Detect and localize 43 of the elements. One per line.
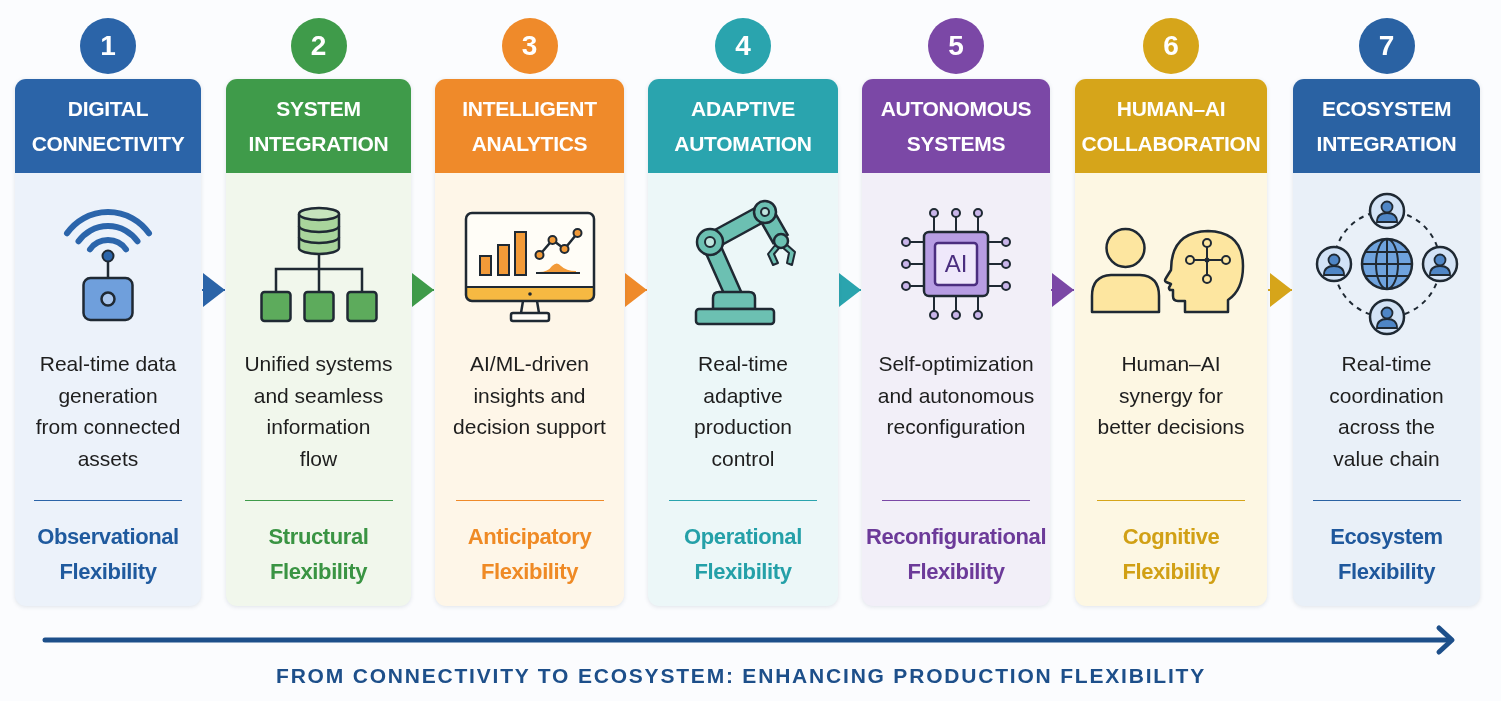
card-header: ECOSYSTEM INTEGRATION <box>1293 79 1480 173</box>
number-circle: 1 <box>80 18 136 74</box>
card-header: HUMAN–AI COLLABORATION <box>1075 79 1267 173</box>
stage-description: Real-time coordination across the value chain <box>1329 351 1444 472</box>
chevron-arrow <box>838 273 862 307</box>
number-circle: 7 <box>1358 18 1415 74</box>
stage-card <box>15 79 201 606</box>
flexibility-type: Cognitive Flexibility <box>1122 523 1220 586</box>
stage-card <box>862 79 1050 606</box>
number-circle: 4 <box>715 18 771 74</box>
stage-card <box>226 79 411 606</box>
flexibility-type: Operational Flexibility <box>684 523 802 586</box>
stage-description: Real-time adaptive production control <box>693 351 793 472</box>
stage-description: Unified systems and seamless information flow <box>244 351 393 472</box>
number-circle: 6 <box>1143 18 1199 74</box>
chevron-arrow <box>624 273 648 307</box>
caption: FROM CONNECTIVITY TO ECOSYSTEM: ENHANCING PRODUCTION FLEXIBILITY <box>276 663 1206 689</box>
stage-description: Real-time data generation from connected assets <box>35 351 181 472</box>
chevron-arrow <box>411 273 435 307</box>
chevron-arrow <box>1267 273 1293 307</box>
chip-label: AI <box>944 252 968 276</box>
card-header: SYSTEM INTEGRATION <box>226 79 411 173</box>
stage-card <box>435 79 624 606</box>
number-circle: 2 <box>290 18 347 74</box>
chevron-arrow <box>201 273 226 307</box>
flexibility-type: Ecosystem Flexibility <box>1330 523 1443 586</box>
stage-card <box>1293 79 1480 606</box>
stage-card <box>648 79 838 606</box>
flexibility-type: Observational Flexibility <box>37 523 179 586</box>
card-header: ADAPTIVE AUTOMATION <box>648 79 838 173</box>
number-circle: 5 <box>928 18 984 74</box>
stage-description: Human–AI synergy for better decisions <box>1097 351 1245 440</box>
card-header: AUTONOMOUS SYSTEMS <box>862 79 1050 173</box>
flexibility-type: Anticipatory Flexibility <box>467 523 592 586</box>
number-circle: 3 <box>501 18 558 74</box>
stage-card <box>1075 79 1267 606</box>
flexibility-type: Structural Flexibility <box>268 523 369 586</box>
card-header: INTELLIGENT ANALYTICS <box>435 79 624 173</box>
flexibility-type: Reconfigurational Flexibility <box>865 523 1047 586</box>
stage-description: AI/ML-driven insights and decision support <box>453 351 606 440</box>
stage-description: Self-optimization and autonomous reconfiguration <box>877 351 1035 440</box>
card-header: DIGITAL CONNECTIVITY <box>15 79 201 173</box>
chevron-arrow <box>1050 273 1075 307</box>
